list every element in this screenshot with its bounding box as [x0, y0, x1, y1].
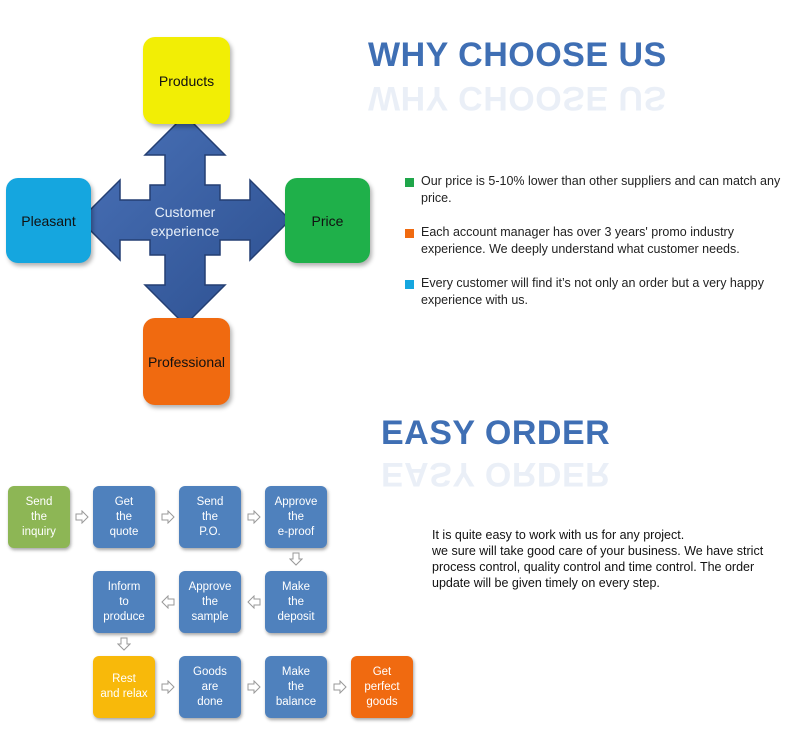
blue-bullet-icon — [405, 280, 414, 289]
box-pleasant-label: Pleasant — [21, 212, 76, 229]
orange-bullet-icon — [405, 229, 414, 238]
benefit-item: Our price is 5-10% lower than other supp… — [405, 173, 785, 207]
arrow-right-icon — [247, 510, 261, 524]
easy-order-description: It is quite easy to work with us for any… — [432, 527, 792, 591]
benefit-text: Every customer will find it’s not only a… — [421, 276, 764, 307]
step-send-po: Send the P.O. — [179, 486, 241, 548]
benefit-list: Our price is 5-10% lower than other supp… — [405, 173, 785, 326]
easy-order-title: EASY ORDER — [381, 414, 611, 452]
arrow-right-icon — [161, 510, 175, 524]
arrow-right-icon — [333, 680, 347, 694]
step-approve-sample: Approve the sample — [179, 571, 241, 633]
arrow-left-icon — [161, 595, 175, 609]
description-line-1: It is quite easy to work with us for any… — [432, 528, 685, 542]
benefit-text: Each account manager has over 3 years' p… — [421, 225, 740, 256]
box-products-label: Products — [158, 72, 215, 89]
why-choose-us-title: WHY CHOOSE US — [368, 36, 667, 74]
step-inform-produce: Inform to produce — [93, 571, 155, 633]
box-professional: Professional — [143, 318, 230, 405]
box-products: Products — [143, 37, 230, 124]
box-pleasant: Pleasant — [6, 178, 91, 263]
arrow-right-icon — [75, 510, 89, 524]
arrow-left-icon — [247, 595, 261, 609]
green-bullet-icon — [405, 178, 414, 187]
arrow-right-icon — [161, 680, 175, 694]
step-make-balance: Make the balance — [265, 656, 327, 718]
arrow-right-icon — [247, 680, 261, 694]
box-price-label: Price — [311, 212, 344, 229]
step-send-inquiry: Send the inquiry — [8, 486, 70, 548]
box-professional-label: Professional — [147, 353, 226, 370]
center-label: Customer experience — [150, 204, 220, 239]
why-title-reflection: WHY CHOOSE US — [368, 79, 667, 117]
benefit-item: Every customer will find it’s not only a… — [405, 275, 785, 309]
step-get-quote: Get the quote — [93, 486, 155, 548]
easy-title-reflection: EASY ORDER — [381, 455, 611, 493]
benefit-text: Our price is 5-10% lower than other supp… — [421, 174, 781, 205]
box-price: Price — [285, 178, 370, 263]
step-approve-eproof: Approve the e-proof — [265, 486, 327, 548]
step-goods-done: Goods are done — [179, 656, 241, 718]
description-line-2: we sure will take good care of your busi… — [432, 544, 764, 590]
step-make-deposit: Make the deposit — [265, 571, 327, 633]
step-rest-relax: Rest and relax — [93, 656, 155, 718]
arrow-down-icon — [289, 552, 303, 566]
benefit-item: Each account manager has over 3 years' p… — [405, 224, 785, 258]
step-get-goods: Get perfect goods — [351, 656, 413, 718]
arrow-down-icon — [117, 637, 131, 651]
